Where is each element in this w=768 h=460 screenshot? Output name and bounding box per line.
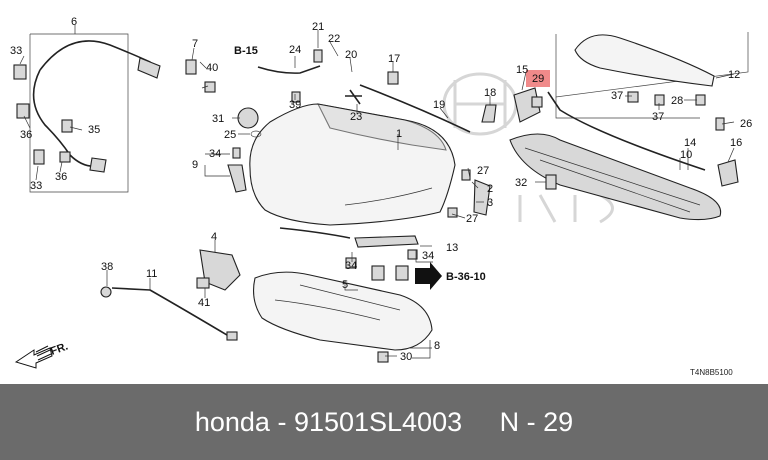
clips-and-grommets	[185, 49, 725, 363]
callout-21: 21	[312, 21, 324, 33]
callout-10: 10	[680, 149, 692, 161]
front-direction-arrow-icon	[14, 345, 53, 369]
callout-27b: 27	[466, 213, 478, 225]
callout-3: 3	[487, 197, 493, 209]
hood-latch	[196, 249, 241, 291]
callout-5: 5	[342, 279, 348, 291]
callout-1: 1	[396, 128, 402, 140]
reference-b3610: B-36-10	[446, 271, 486, 283]
callout-41: 41	[198, 297, 210, 309]
hood-release-cable	[32, 40, 161, 173]
callout-17: 17	[388, 53, 400, 65]
callout-37b: 37	[652, 111, 664, 123]
callout-12: 12	[728, 69, 740, 81]
cable-clips	[13, 64, 73, 165]
direction-label: FR.	[49, 340, 70, 357]
separator: -	[269, 406, 294, 437]
callout-34b: 34	[422, 250, 434, 262]
front-seal-strip	[279, 227, 419, 248]
diagram-position: N - 29	[499, 406, 574, 437]
cowl-top	[509, 133, 722, 221]
hood-panel	[249, 103, 456, 226]
callout-2: 2	[487, 183, 493, 195]
callout-36a: 36	[20, 129, 32, 141]
footer-bar: honda - 91501SL4003 N - 29	[0, 384, 768, 460]
reference-arrow	[415, 262, 442, 290]
callout-18: 18	[484, 87, 496, 99]
callout-14: 14	[684, 137, 696, 149]
spacer	[462, 407, 500, 438]
callout-39: 39	[289, 99, 301, 111]
callout-28: 28	[671, 95, 683, 107]
callout-34a: 34	[209, 148, 221, 160]
rear-weatherstrip	[574, 34, 715, 87]
callout-7: 7	[192, 38, 198, 50]
parts-diagram: 1 2 3 4 5 6 7 8 9 10 11 12 13 14 15 16 1…	[10, 16, 753, 377]
callout-25: 25	[224, 129, 236, 141]
support-rod	[100, 286, 238, 341]
brand-name: honda	[194, 406, 270, 437]
callout-24: 24	[289, 44, 301, 56]
callout-38: 38	[101, 261, 113, 273]
diagram-code: T4N8B5100	[690, 368, 733, 377]
callout-9: 9	[192, 159, 198, 171]
callout-35: 35	[88, 124, 100, 136]
callout-11: 11	[146, 268, 157, 280]
callout-4: 4	[211, 231, 217, 243]
callout-33b: 33	[30, 180, 42, 192]
leader-lines	[19, 25, 735, 359]
hood-insulator	[253, 271, 433, 351]
cowl-seal-strip	[547, 91, 706, 171]
callout-16: 16	[730, 137, 742, 149]
callout-22: 22	[328, 33, 340, 45]
callout-29: 29	[532, 73, 544, 85]
callout-23: 23	[350, 111, 362, 123]
callout-labels: 1 2 3 4 5 6 7 8 9 10 11 12 13 14 15 16 1…	[10, 16, 752, 363]
callout-26: 26	[740, 118, 752, 130]
callout-34c: 34	[345, 260, 357, 272]
callout-30: 30	[400, 351, 412, 363]
callout-20: 20	[345, 49, 357, 61]
callout-33a: 33	[10, 45, 22, 57]
parts-diagram-svg: 1 2 3 4 5 6 7 8 9 10 11 12 13 14 15 16 1…	[10, 16, 752, 377]
callout-36b: 36	[55, 171, 67, 183]
callout-19: 19	[433, 99, 445, 111]
callout-40: 40	[206, 62, 218, 74]
callout-15: 15	[516, 64, 528, 76]
callout-13: 13	[446, 242, 458, 254]
highlight-box	[526, 70, 550, 87]
callout-6: 6	[71, 16, 77, 28]
callout-37a: 37	[611, 90, 623, 102]
callout-32: 32	[515, 177, 527, 189]
callout-8: 8	[434, 340, 440, 352]
callout-27a: 27	[477, 165, 489, 177]
reference-b15: B-15	[234, 45, 258, 57]
callout-31: 31	[212, 113, 224, 125]
part-number: 91501SL4003	[293, 406, 463, 437]
